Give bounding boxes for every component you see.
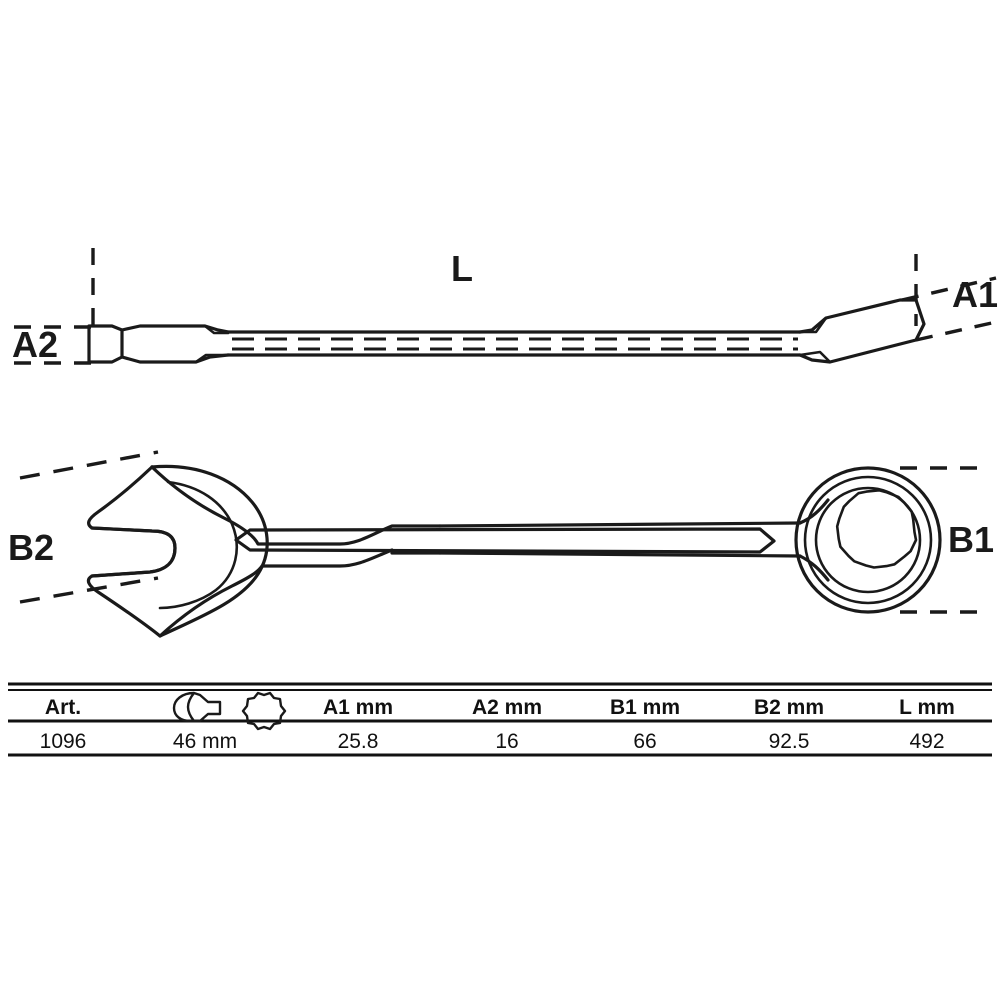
- dimension-label-b2: B2: [8, 527, 54, 568]
- open-end-wrench-glyph: [172, 691, 222, 723]
- table-header-l: L mm: [899, 696, 955, 719]
- ring-end-upper-bevel: [798, 316, 828, 334]
- table-header-art: Art.: [45, 696, 81, 719]
- ring-end-lower-bevel: [798, 350, 832, 364]
- wrench-ring-icon: [172, 691, 287, 731]
- table-cell-a1: 25.8: [338, 730, 379, 753]
- table-cell-b1: 66: [633, 730, 656, 753]
- dimension-label-l: L: [451, 248, 473, 289]
- ring-end-bore-circle: [814, 486, 922, 594]
- plan-view: B2: [8, 450, 994, 638]
- table-row: 1096 46 mm 25.8 16 66 92.5 492: [40, 730, 945, 753]
- ring-end-12-point-profile: [835, 489, 918, 569]
- shaft-lower-edge-plan: [438, 551, 802, 558]
- shaft-rib-outline-plan: [234, 527, 776, 554]
- open-end-upper-bevel: [203, 324, 230, 335]
- table-header-b2: B2 mm: [754, 696, 824, 719]
- open-end-head-outer-arc: [150, 464, 269, 638]
- open-end-jaw-outline-upper: [150, 465, 442, 546]
- open-end-jaw-outline-lower: [86, 465, 442, 638]
- spec-table: Art. A1 mm A2 mm B1 mm B2 mm L mm 1096 4…: [8, 682, 992, 757]
- ring-end-chamfer-circle: [803, 475, 933, 605]
- a1-upper-extension-line: [901, 276, 997, 302]
- table-cell-l: 492: [909, 730, 944, 753]
- ring-profile-glyph: [241, 691, 287, 731]
- table-cell-art: 1096: [40, 730, 87, 753]
- b2-upper-extension-line: [19, 450, 159, 480]
- side-elevation-view: A2 L: [12, 248, 998, 365]
- ring-end-head-side-profile: [798, 298, 926, 364]
- dimension-label-a1: A1: [952, 274, 998, 315]
- a1-lower-extension-line: [915, 320, 997, 342]
- b2-lower-extension-line: [19, 576, 159, 604]
- ring-end-neck-upper: [798, 498, 830, 525]
- ring-end-neck-lower: [798, 554, 830, 582]
- table-header-b1: B1 mm: [610, 696, 680, 719]
- table-header-a1: A1 mm: [323, 696, 393, 719]
- shaft-upper-edge-plan: [438, 521, 802, 528]
- open-end-head-chamfer-arc: [158, 480, 239, 610]
- table-header-a2: A2 mm: [472, 696, 542, 719]
- dimension-label-b1: B1: [948, 519, 994, 560]
- open-end-jaw-mouth: [90, 526, 177, 578]
- dimension-label-a2: A2: [12, 324, 58, 365]
- open-end-head-side-profile: [87, 324, 124, 364]
- table-cell-a2: 16: [495, 730, 518, 753]
- ring-end-outer-circle: [794, 466, 942, 614]
- table-cell-b2: 92.5: [769, 730, 810, 753]
- open-end-lower-bevel: [194, 353, 230, 364]
- table-cell-size: 46 mm: [173, 730, 237, 753]
